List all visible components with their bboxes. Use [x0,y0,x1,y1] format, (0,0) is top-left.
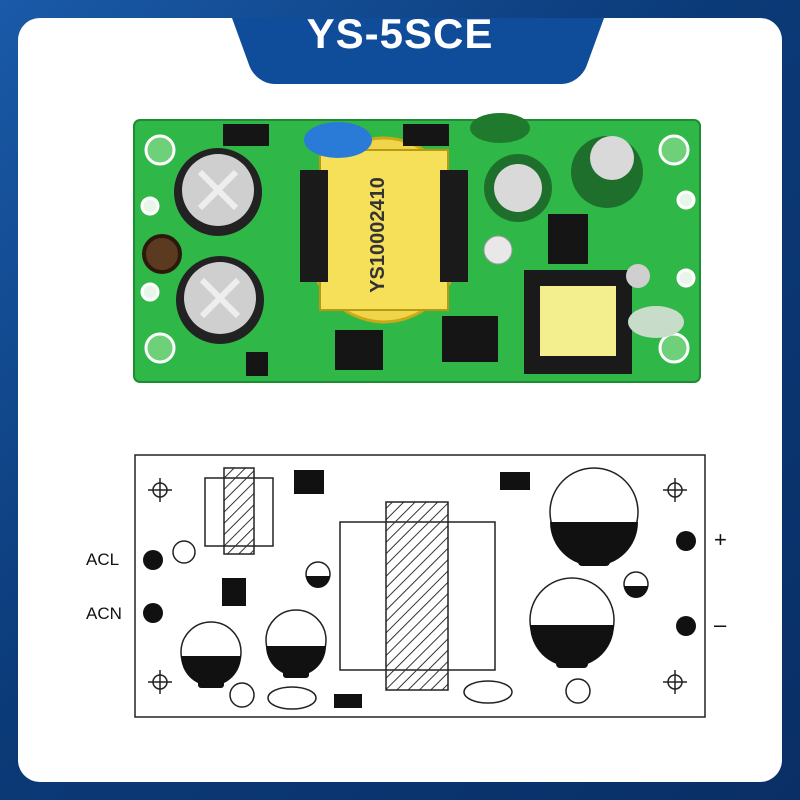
terminal-pads [140,190,696,302]
electrolytic-capacitor-2 [176,256,264,344]
crosshair-holes [148,478,687,694]
ic-chips [223,124,588,376]
small-capacitor-2 [571,136,643,208]
y-capacitor [304,122,372,158]
small-capacitor-3 [483,235,513,265]
output-inductor [524,270,632,374]
fuse [626,264,650,288]
polarity-plus: + [714,527,727,552]
svg-text:YS10002410: YS10002410 [367,177,389,293]
transformer: YS10002410 [300,136,468,324]
inductor [142,234,182,274]
open-circles [172,540,591,710]
pad-blobs [628,306,684,338]
pin-holes [143,531,696,636]
x-capacitor [470,113,530,143]
electrolytic-capacitor-1 [174,148,262,236]
capacitor-symbols [180,467,649,688]
schematic-ics [222,470,530,708]
inductor-core [223,467,255,555]
mounting-holes [144,134,690,364]
transformer-core [385,501,449,691]
product-title: YS-5SCE [306,10,494,57]
title-tab [266,18,570,84]
small-capacitor-1 [484,154,552,222]
pin-label-acn: ACN [86,604,122,623]
pin-label-acl: ACL [86,550,120,569]
polarity-minus: – [714,612,727,637]
